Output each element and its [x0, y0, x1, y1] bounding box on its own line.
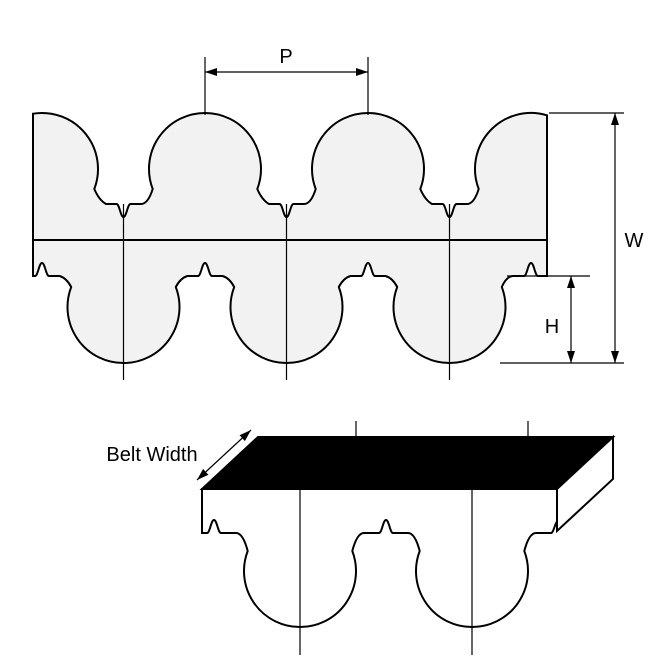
back-centerline-stubs	[355, 421, 529, 437]
overall-thickness-label: W	[625, 230, 644, 252]
tooth-height-dimension: H	[507, 275, 590, 363]
belt-top-face	[199, 436, 616, 490]
belt-width-label: Belt Width	[106, 444, 197, 466]
front-tooth-centerlines	[299, 489, 473, 655]
pitch-label: P	[279, 46, 292, 68]
belt-width-arrow	[196, 429, 252, 481]
tooth-centerlines	[122, 204, 451, 380]
belt-width-dimension: Belt Width	[106, 429, 252, 481]
pitch-dimension: P	[204, 46, 369, 115]
tooth-height-label: H	[545, 316, 559, 338]
belt-front-face	[201, 488, 558, 628]
overall-thickness-dimension: W	[500, 112, 644, 364]
belt-profile	[32, 112, 548, 364]
cross-section-view: P W H	[32, 46, 644, 380]
perspective-view: Belt Width	[106, 421, 616, 655]
belt-end-face	[556, 434, 614, 534]
